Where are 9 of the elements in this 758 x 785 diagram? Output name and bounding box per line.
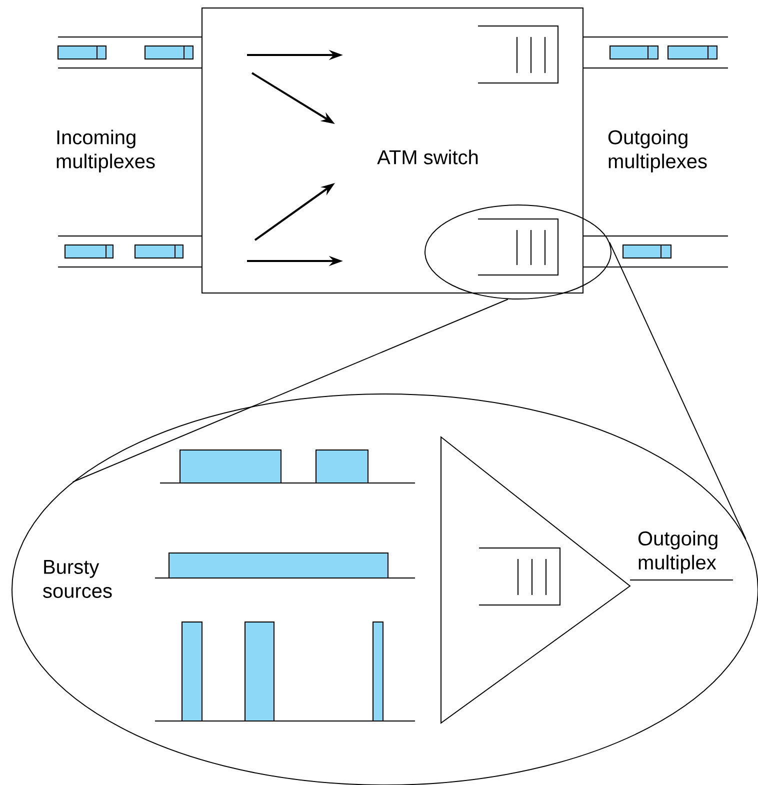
caption-text: Bursty sources (43, 560, 112, 598)
ellipse-outline (424, 204, 612, 300)
caption-text: Outgoing multiplexes (608, 130, 707, 172)
caption-text: Outgoing multiplex (638, 530, 718, 574)
switch-box: ATM switch (202, 8, 584, 294)
ellipse-outline (12, 394, 758, 785)
zoom-line (72, 298, 508, 482)
caption-text: Incoming multiplexes (56, 130, 155, 172)
zoom-line (609, 242, 746, 540)
